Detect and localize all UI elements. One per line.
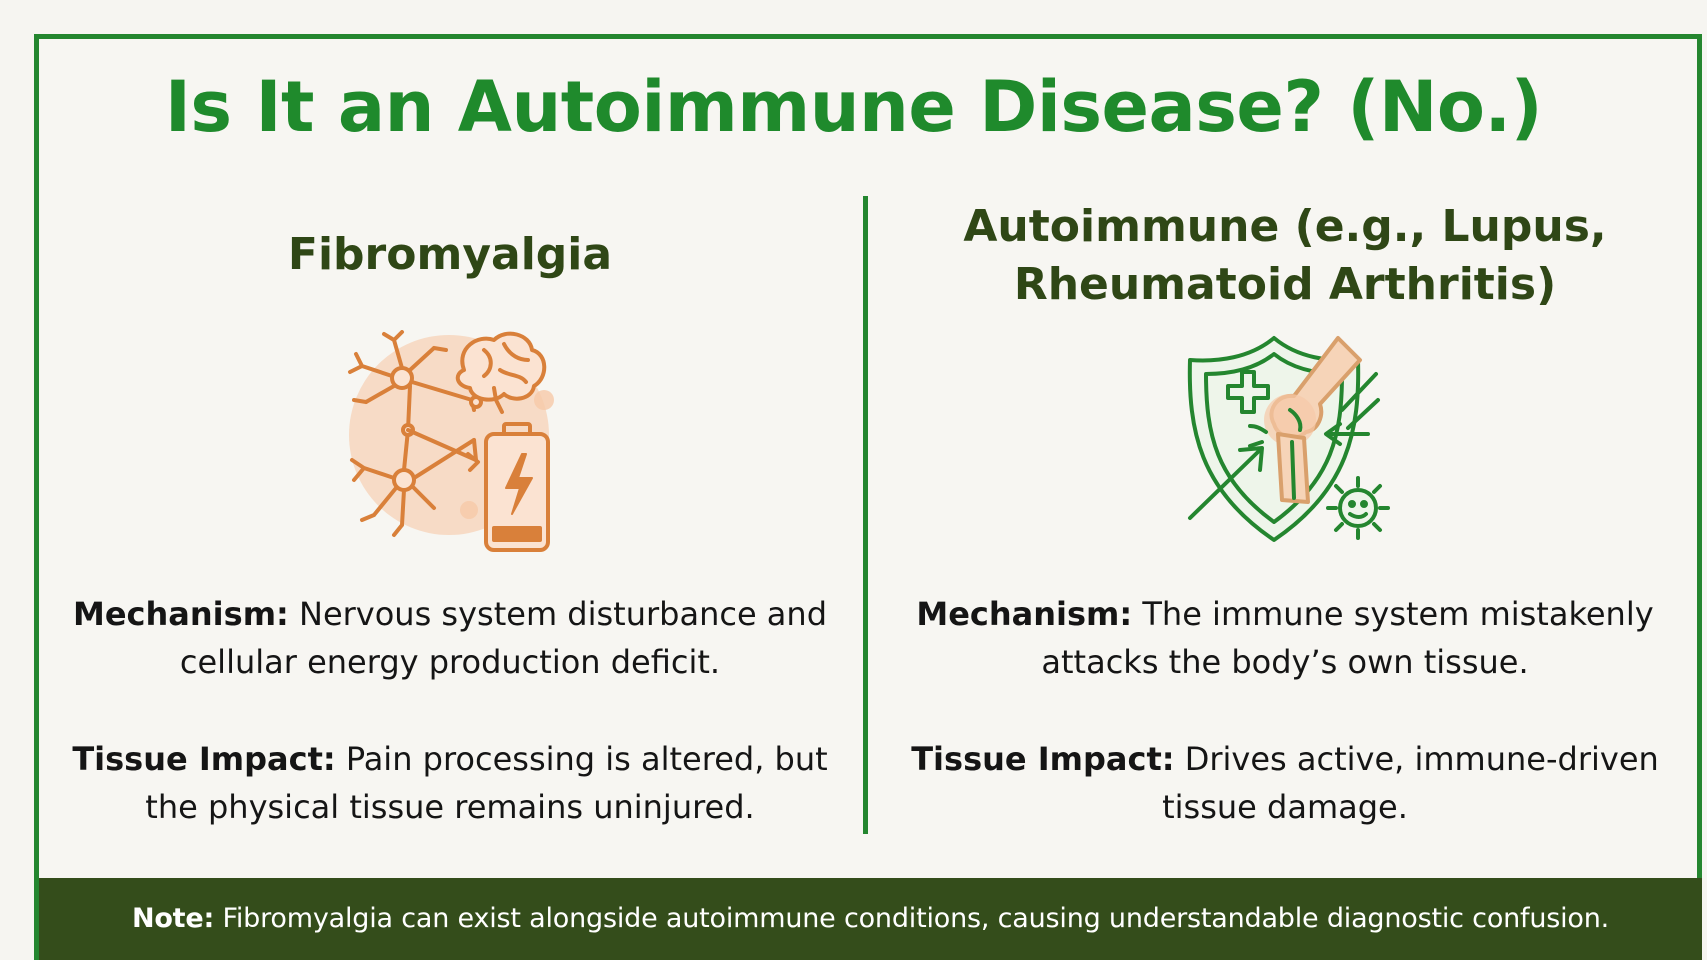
page-title: Is It an Autoimmune Disease? (No.) (164, 66, 1543, 148)
mechanism-text: The immune system mistakenly attacks the… (1041, 595, 1654, 681)
mechanism-label: Mechanism: (73, 595, 289, 633)
autoimmune-mechanism: Mechanism: The immune system mistakenly … (890, 590, 1680, 686)
note-label: Note: (131, 903, 215, 934)
note-bar: Note: Fibromyalgia can exist alongside a… (39, 878, 1702, 960)
fibromyalgia-heading: Fibromyalgia (287, 229, 613, 280)
column-divider (863, 196, 868, 834)
fibromyalgia-mechanism: Mechanism: Nervous system disturbance an… (60, 590, 840, 686)
autoimmune-tissue-impact: Tissue Impact: Drives active, immune-dri… (890, 735, 1680, 831)
autoimmune-heading: Autoimmune (e.g., Lupus, Rheumatoid Arth… (963, 201, 1607, 310)
content-frame (34, 34, 1702, 960)
mechanism-label: Mechanism: (916, 595, 1133, 633)
tissue-impact-text: Drives active, immune-driven tissue dama… (1162, 740, 1659, 826)
note-text: Fibromyalgia can exist alongside autoimm… (214, 903, 1610, 934)
mechanism-text: Nervous system disturbance and cellular … (179, 595, 827, 681)
shield-joint-virus-icon (1187, 336, 1390, 542)
fibromyalgia-tissue-impact: Tissue Impact: Pain processing is altere… (60, 735, 840, 831)
neurons-brain-battery-icon (348, 330, 554, 552)
tissue-impact-text: Pain processing is altered, but the phys… (145, 740, 828, 826)
tissue-impact-label: Tissue Impact: (72, 740, 336, 778)
tissue-impact-label: Tissue Impact: (911, 740, 1175, 778)
